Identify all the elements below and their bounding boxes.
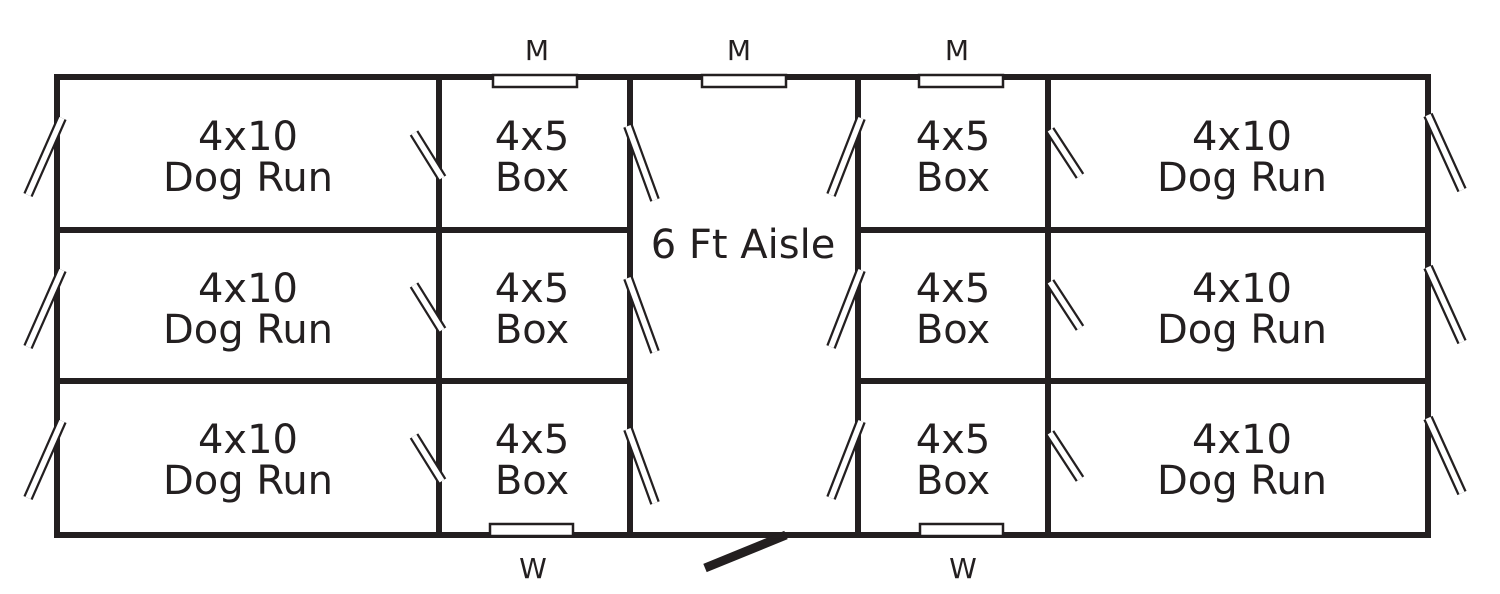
window xyxy=(488,522,575,538)
room-size: 4x5 xyxy=(916,114,991,160)
door xyxy=(826,116,866,197)
room-size: 4x10 xyxy=(1192,114,1292,160)
room-size: 4x5 xyxy=(495,417,570,463)
room-size: 4x10 xyxy=(198,417,298,463)
room-name: Dog Run xyxy=(163,307,333,353)
window xyxy=(700,73,788,89)
window-label: M xyxy=(945,34,969,67)
room-name: Box xyxy=(916,155,990,201)
doors xyxy=(23,112,1467,573)
door xyxy=(1423,112,1467,193)
door xyxy=(23,115,67,198)
windows xyxy=(488,73,1005,538)
door xyxy=(826,419,866,500)
room-name: Box xyxy=(495,155,569,201)
door xyxy=(826,268,866,349)
door xyxy=(409,433,447,484)
door xyxy=(23,418,67,501)
door xyxy=(623,427,660,505)
window xyxy=(917,73,1005,89)
room-size: 4x5 xyxy=(495,266,570,312)
room-name: Box xyxy=(495,458,569,504)
window-label: W xyxy=(949,552,977,585)
room-size: 4x10 xyxy=(198,114,298,160)
window xyxy=(491,73,579,89)
room-size: 4x5 xyxy=(916,266,991,312)
room-name: Box xyxy=(916,458,990,504)
room-size: 4x10 xyxy=(1192,417,1292,463)
room-name: Dog Run xyxy=(1157,155,1327,201)
door xyxy=(1423,415,1467,496)
window-label: M xyxy=(727,34,751,67)
aisle-label: 6 Ft Aisle xyxy=(651,222,836,268)
door xyxy=(1045,430,1085,482)
door xyxy=(1423,264,1467,345)
door xyxy=(409,130,447,181)
room-name: Dog Run xyxy=(163,458,333,504)
room-name: Box xyxy=(495,307,569,353)
window-label: M xyxy=(525,34,549,67)
room-size: 4x10 xyxy=(1192,266,1292,312)
window xyxy=(918,522,1005,538)
room-name: Dog Run xyxy=(1157,307,1327,353)
room-name: Dog Run xyxy=(1157,458,1327,504)
room-size: 4x10 xyxy=(198,266,298,312)
door xyxy=(623,276,660,354)
room-size: 4x5 xyxy=(495,114,570,160)
window-label: W xyxy=(519,552,547,585)
room-name: Box xyxy=(916,307,990,353)
door xyxy=(1045,127,1085,179)
entry-door xyxy=(703,530,788,573)
door xyxy=(409,282,447,333)
room-name: Dog Run xyxy=(163,155,333,201)
door xyxy=(23,267,67,350)
door xyxy=(623,124,660,202)
door xyxy=(1045,279,1085,331)
room-size: 4x5 xyxy=(916,417,991,463)
